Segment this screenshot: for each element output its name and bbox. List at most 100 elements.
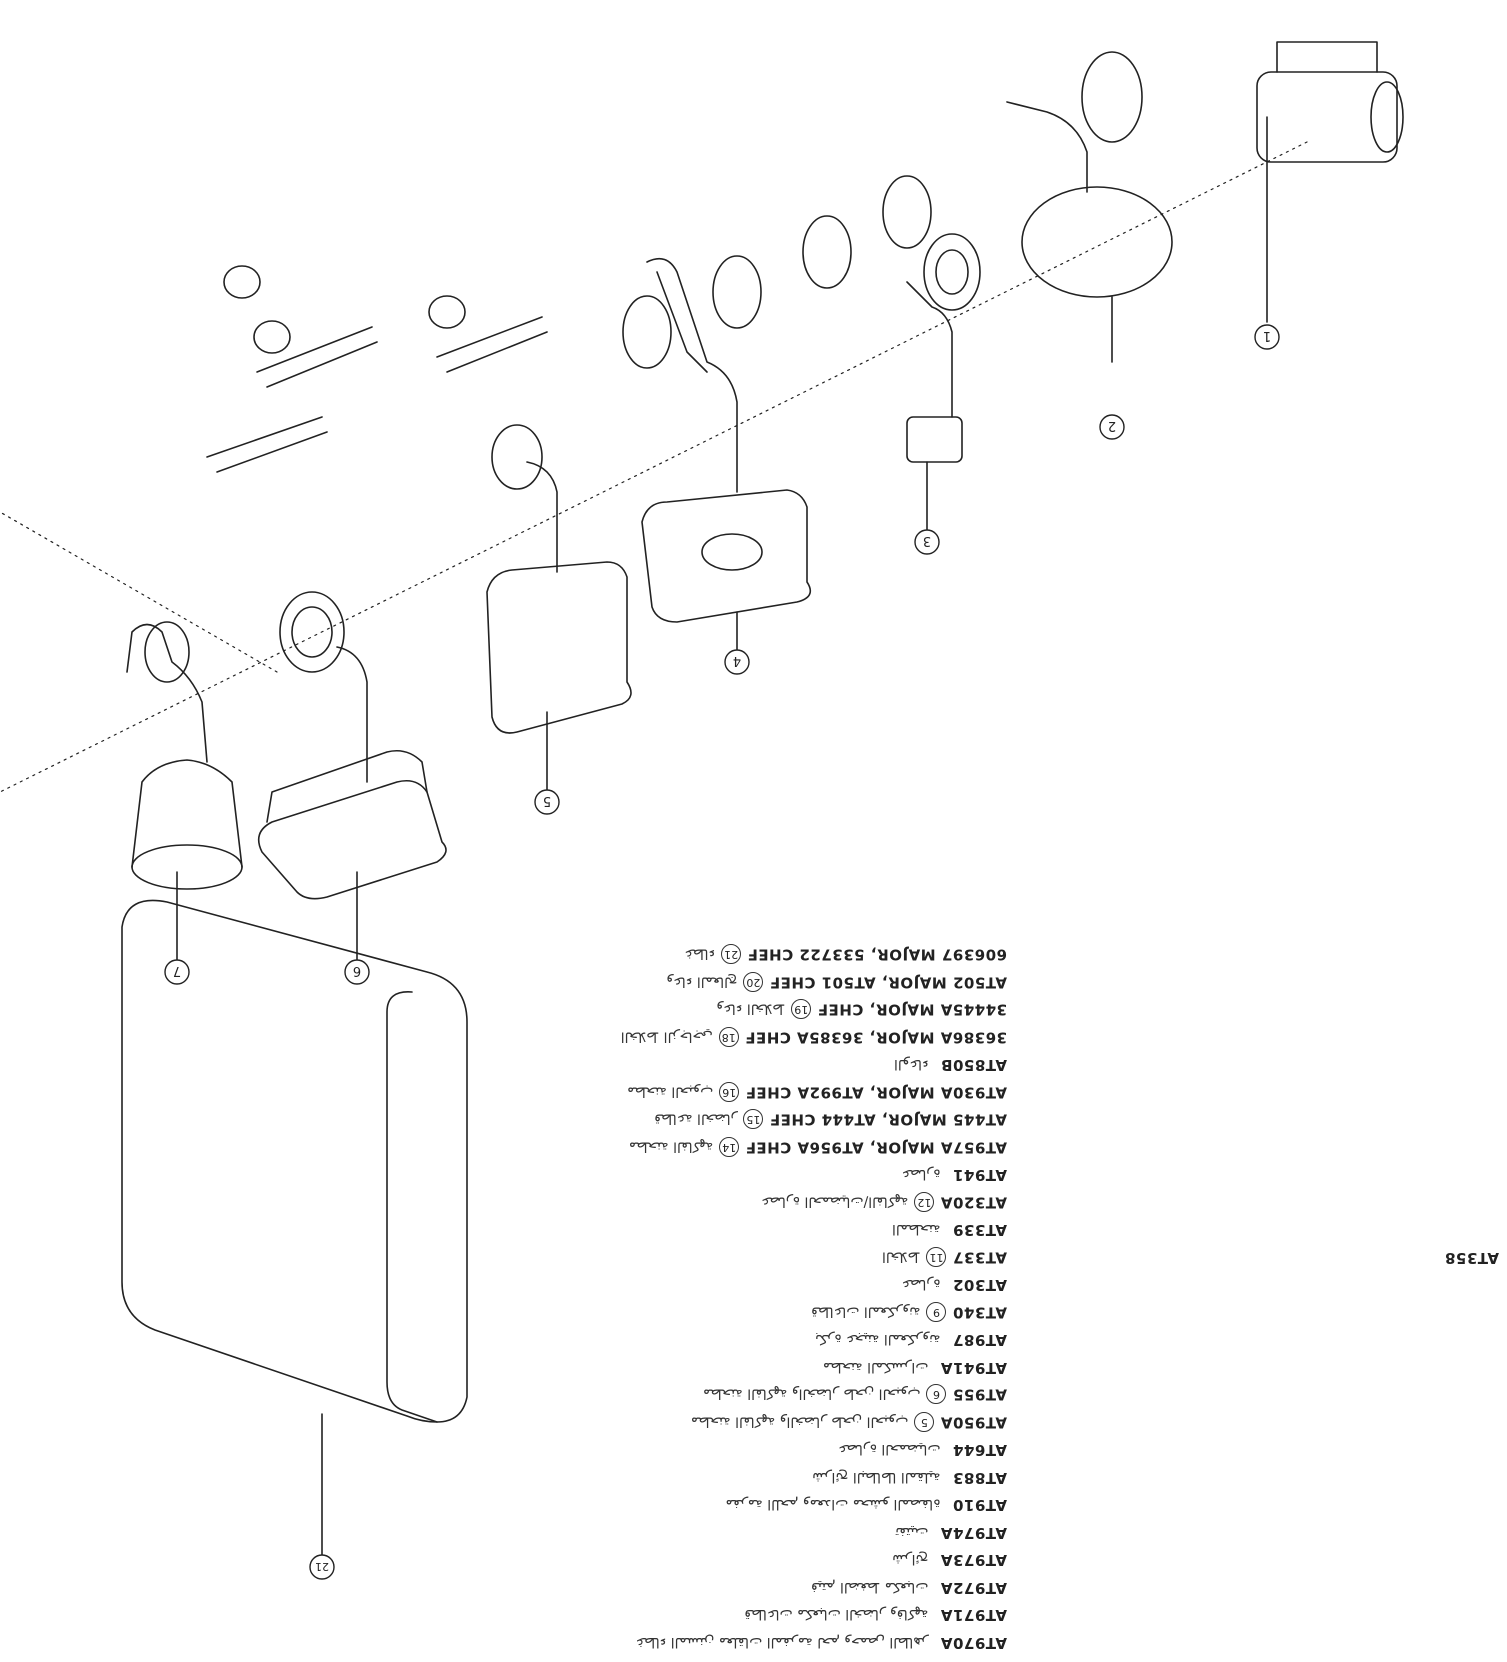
part-code: AT950A: [940, 1413, 1007, 1432]
callout-label-6: 6: [353, 963, 361, 978]
part-description: عصارة الحمضيات/الفاكهة: [761, 1193, 909, 1210]
part-description: وعاء الخلاط: [716, 1001, 786, 1017]
legend-row: AT445 MAJOR, AT444 CHEF15قطاعة الخضار: [654, 1109, 1007, 1130]
legend-row: AT320A 12 عصارة الحمضيات/الفاكهة: [761, 1192, 1007, 1212]
callout-7: [164, 959, 190, 985]
drum-attachments: [622, 175, 932, 369]
legend-row: AT941 عصارة: [902, 1166, 1007, 1185]
part-number-badge: 19: [791, 999, 812, 1020]
part-description: قطاعات المعكرونة: [811, 1303, 921, 1320]
part-number-badge: 20: [743, 972, 764, 992]
part-code: AT340: [952, 1303, 1008, 1322]
part-number-badge: 11: [926, 1247, 947, 1267]
part-code: AT320A: [940, 1193, 1007, 1212]
legend-row: AT339 المطحنة: [892, 1221, 1007, 1240]
extra-part-code: AT358: [1444, 1249, 1500, 1267]
part-code: AT955: [952, 1386, 1008, 1404]
bowl-part-21: [121, 899, 468, 1558]
legend-row: AT973A شرائح: [892, 1551, 1007, 1570]
part-description: شرائح: [892, 1551, 929, 1568]
legend-row: AT883شرائح البطاطا المقلية: [812, 1468, 1007, 1487]
part-5: [486, 424, 632, 793]
assembly-axis: [0, 141, 1308, 793]
callout-label-4: 4: [733, 653, 741, 668]
legend-row: AT972A فيتم الضغط مكعبات: [811, 1578, 1007, 1597]
part-description: فيتم الضغط مكعبات: [811, 1579, 929, 1595]
legend-row: AT971Aقطاعات مكعبات الخضار وفاكهة: [744, 1606, 1007, 1625]
part-code: 36386A MAJOR, 36385A CHEF: [744, 1028, 1007, 1047]
legend-row: AT337 11 الخلاط: [882, 1247, 1007, 1267]
part-description: المطحنة: [891, 1221, 941, 1238]
part-description: غطاء المسنن معلقات المفرمة لحم وحمص الطا…: [636, 1634, 929, 1650]
legend-row: AT930A MAJOR, AT992A CHEF16مطحنة الحبوب: [627, 1082, 1007, 1102]
callout-label-3: 3: [923, 533, 931, 548]
part-description: مطحنة الفاكهة والخضار طحن الحبوب: [690, 1413, 909, 1430]
part-description: مفرمة اللحم ومعدات محشو المصفاة: [725, 1496, 941, 1513]
legend-row: AT302 عصارة: [902, 1276, 1007, 1295]
legend-row: AT974Aتفتيت: [895, 1523, 1007, 1542]
part-1: [1256, 41, 1404, 323]
part-code: AT883: [952, 1469, 1008, 1487]
legend-row: AT950A5مطحنة الفاكهة والخضار طحن الحبوب: [691, 1412, 1007, 1432]
callout-1: [1254, 324, 1280, 350]
part-description: مطحنة المكسرات: [822, 1359, 929, 1375]
part-code: 34445A MAJOR, CHEF: [817, 1001, 1007, 1019]
part-code: AT644: [952, 1441, 1008, 1460]
legend-row: AT910 مفرمة اللحم ومعدات محشو المصفاة: [725, 1496, 1007, 1515]
part-code: AT970A: [940, 1634, 1007, 1652]
legend-row: AT970A غطاء المسنن معلقات المفرمة لحم وحم…: [637, 1633, 1007, 1652]
callout-21: [309, 1554, 335, 1580]
part-description: بكرة عجينة المعكرونة: [814, 1331, 941, 1348]
part-description: عصارة: [901, 1276, 941, 1293]
part-description: الخلاط الزجاجي: [620, 1028, 713, 1045]
callout-label-7: 7: [173, 963, 181, 978]
part-code: AT910: [952, 1496, 1008, 1515]
part-description: وعاء المعالج: [666, 973, 738, 990]
part-number-badge: 14: [719, 1137, 740, 1157]
part-code: AT972A: [940, 1579, 1007, 1597]
part-code: AT941A: [940, 1359, 1007, 1377]
part-code: AT337: [952, 1248, 1008, 1267]
callout-label-1: 1: [1263, 328, 1271, 343]
part-description: الوعاء: [893, 1056, 929, 1073]
part-description: غطاء: [685, 946, 716, 962]
callout-label-21: 21: [315, 1560, 329, 1573]
part-number-badge: 18: [718, 1027, 739, 1047]
part-2: [1006, 51, 1173, 363]
part-description: قطاعات مكعبات الخضار وفاكهة: [744, 1606, 929, 1623]
part-code: AT941: [952, 1166, 1008, 1185]
part-code: AT850B: [940, 1056, 1007, 1075]
legend-row: AT644 عصارة الحمضيات: [838, 1441, 1007, 1460]
part-code: AT339: [952, 1221, 1008, 1240]
part-code: AT973A: [940, 1551, 1007, 1570]
callout-label-2: 2: [1108, 418, 1116, 433]
part-number-badge: 12: [914, 1192, 935, 1212]
part-description: الخلاط: [882, 1248, 921, 1265]
legend-row: AT502 MAJOR, AT501 CHEF20وعاء المعالج: [666, 972, 1007, 992]
part-code: AT974A: [940, 1524, 1007, 1542]
legend-row: AT850B الوعاء: [894, 1056, 1007, 1075]
callout-2: [1099, 414, 1125, 440]
part-3: [906, 233, 981, 533]
part-description: عصارة الحمضيات: [838, 1441, 941, 1458]
part-description: قطاعة الخضار: [654, 1111, 738, 1127]
part-number-badge: 16: [719, 1082, 740, 1102]
part-description: عصارة: [901, 1166, 941, 1183]
part-6: [257, 591, 447, 963]
legend-row: AT340 9 قطاعات المعكرونة: [811, 1302, 1007, 1322]
callout-5: [534, 789, 560, 815]
part-description: مطحنة الفاكهة والخضار طحن الحبوب: [703, 1386, 921, 1402]
part-description: مطحنة الفاكهة: [628, 1138, 714, 1155]
legend-row: 36386A MAJOR, 36385A CHEF 18 الخلاط الزجاج…: [621, 1027, 1007, 1047]
legend-row: AT957A MAJOR, AT956A CHEF14مطحنة الفاكهة: [629, 1137, 1007, 1157]
bowl-axis: [0, 511, 278, 673]
legend-row: 606397 MAJOR, 533722 CHEF21غطاء: [685, 944, 1007, 965]
part-number-badge: 9: [926, 1302, 947, 1322]
part-code: AT930A MAJOR, AT992A CHEF: [745, 1083, 1007, 1102]
part-code: AT302: [952, 1276, 1008, 1295]
callout-3: [914, 529, 940, 555]
part-number-badge: 6: [926, 1384, 947, 1405]
